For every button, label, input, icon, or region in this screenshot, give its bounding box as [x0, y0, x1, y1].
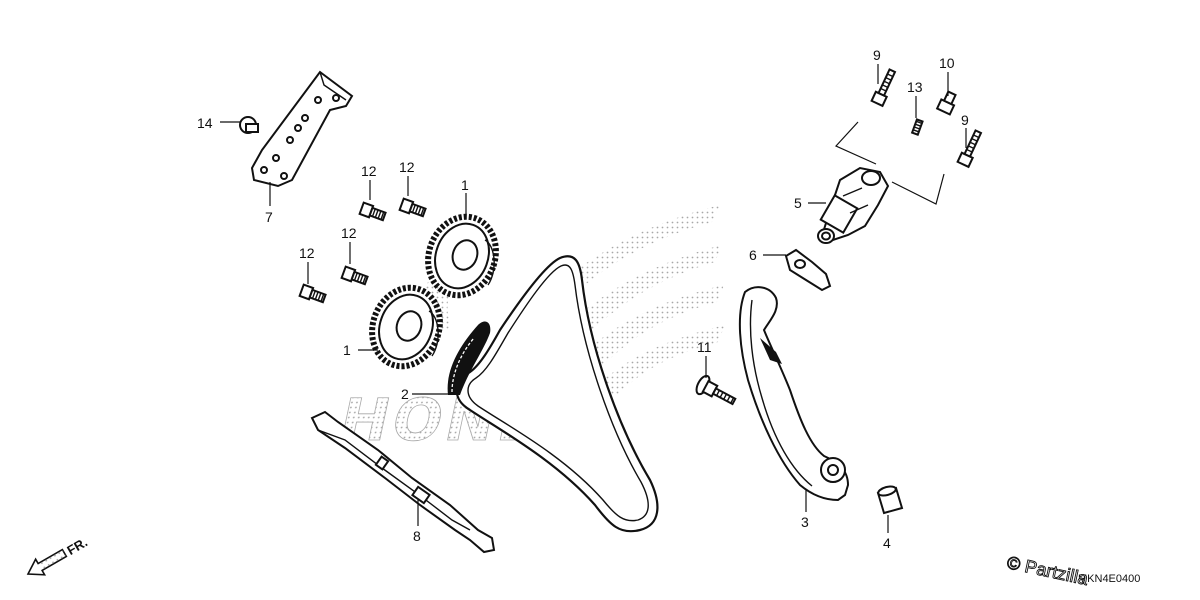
copyright-text: © Partzilla: [1005, 552, 1091, 589]
callouts: 1 1 2 3 4 5 6 7 8 9 9 10 11 12 12 12 12 …: [197, 47, 969, 551]
callout-12-d: 12: [299, 245, 315, 261]
sprocket-bolt-3: [340, 265, 369, 286]
callout-6: 6: [749, 247, 757, 263]
callout-1-upper: 1: [461, 177, 469, 193]
front-direction-arrow: FR.: [26, 534, 90, 576]
copyright-mark: © Partzilla: [1005, 552, 1092, 590]
sprocket-bolt-1: [358, 201, 387, 222]
callout-10: 10: [939, 55, 955, 71]
callout-11: 11: [697, 339, 712, 355]
flange-bolt-upper: [870, 68, 897, 108]
leader-lines: [220, 64, 967, 533]
callout-12-b: 12: [399, 159, 415, 175]
gasket: [784, 248, 832, 292]
camshaft-sprocket-lower: [369, 284, 443, 370]
spring: [910, 118, 924, 136]
callout-9-lower: 9: [961, 112, 969, 128]
callout-14: 14: [197, 115, 213, 131]
front-direction-label: FR.: [64, 534, 90, 557]
guide-bolt: [239, 116, 259, 134]
cam-chain-tensioner-lifter: [817, 166, 890, 244]
chain-guide-plate: [250, 70, 354, 188]
callout-8: 8: [413, 528, 421, 544]
callout-7: 7: [265, 209, 273, 225]
sprocket-bolt-4: [298, 283, 327, 304]
flange-bolt-lower: [956, 129, 983, 169]
collar: [876, 485, 904, 515]
sealing-bolt: [935, 90, 957, 116]
cam-chain: [447, 255, 659, 533]
callout-1-lower: 1: [343, 342, 351, 358]
tensioner-arm: [738, 286, 850, 502]
callout-4: 4: [883, 535, 891, 551]
pivot-bolt: [695, 374, 737, 406]
callout-2: 2: [401, 386, 409, 402]
callout-12-c: 12: [341, 225, 357, 241]
callout-12-a: 12: [361, 163, 377, 179]
callout-3: 3: [801, 514, 809, 530]
callout-9-upper: 9: [873, 47, 881, 63]
callout-5: 5: [794, 195, 802, 211]
callout-13: 13: [907, 79, 923, 95]
sprocket-bolt-2: [398, 197, 427, 218]
camshaft-sprocket-upper: [425, 213, 499, 299]
cam-chain-guide: [310, 410, 496, 554]
diagram-code: MKN4E0400: [1078, 573, 1140, 585]
